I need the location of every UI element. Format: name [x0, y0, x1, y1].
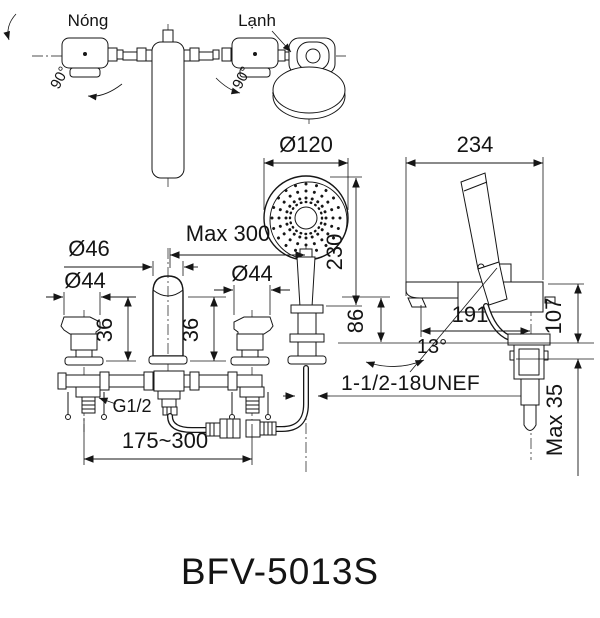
front-view-dimensions: Ø120 Max 300 230 Ø46 Ø44 Ø44 36 [46, 132, 538, 465]
model-title: BFV-5013S [181, 551, 379, 592]
supply-hose [157, 390, 241, 439]
rotate-arrow-cold [215, 77, 241, 95]
thread-inlet-label: G1/2 [112, 396, 151, 416]
dim-center-span: 175~300 [122, 428, 208, 453]
dim-angle: 13° [417, 336, 447, 358]
dim-deck-height: 107 [541, 298, 566, 335]
front-view-drawing [57, 175, 349, 474]
shower-holder-column [287, 248, 327, 365]
dim-handle-left-height: 36 [92, 318, 117, 342]
dim-handle-right-height: 36 [178, 318, 203, 342]
cold-handle-front [230, 316, 274, 366]
top-connecting-pipes [107, 47, 292, 62]
dim-spout-height: 86 [343, 309, 368, 333]
under-deck-manifold [57, 370, 271, 420]
thread-holder-label: 1-1/2-18UNEF [341, 372, 480, 395]
cold-label: Lạnh [238, 11, 276, 30]
shower-hose [245, 365, 309, 438]
side-shank [507, 296, 556, 431]
cold-leader-line [271, 30, 292, 53]
dim-handle-left-diameter: Ø44 [64, 268, 106, 293]
dim-side-reach: 191 [452, 302, 489, 327]
dim-max-thickness: Max 35 [542, 384, 567, 456]
dim-height-230: 230 [322, 234, 347, 271]
top-view-drawing [3, 13, 348, 188]
side-view-drawing [405, 172, 556, 460]
dim-spout-diameter: Ø46 [68, 236, 110, 261]
dim-max-reach: Max 300 [186, 221, 270, 246]
rotate-arrow-left-edge [3, 13, 17, 41]
side-hand-shower [460, 172, 513, 341]
dim-side-width: 234 [457, 132, 494, 157]
rotate-arrow-hot [87, 83, 123, 101]
dim-handle-right-diameter: Ø44 [231, 261, 273, 286]
dim-head-diameter: Ø120 [279, 132, 333, 157]
spout-front [148, 275, 188, 365]
hot-handle-front [60, 316, 104, 366]
side-view-dimensions: 234 191 13° 107 Max 35 [338, 132, 594, 476]
hot-label: Nóng [68, 11, 109, 30]
